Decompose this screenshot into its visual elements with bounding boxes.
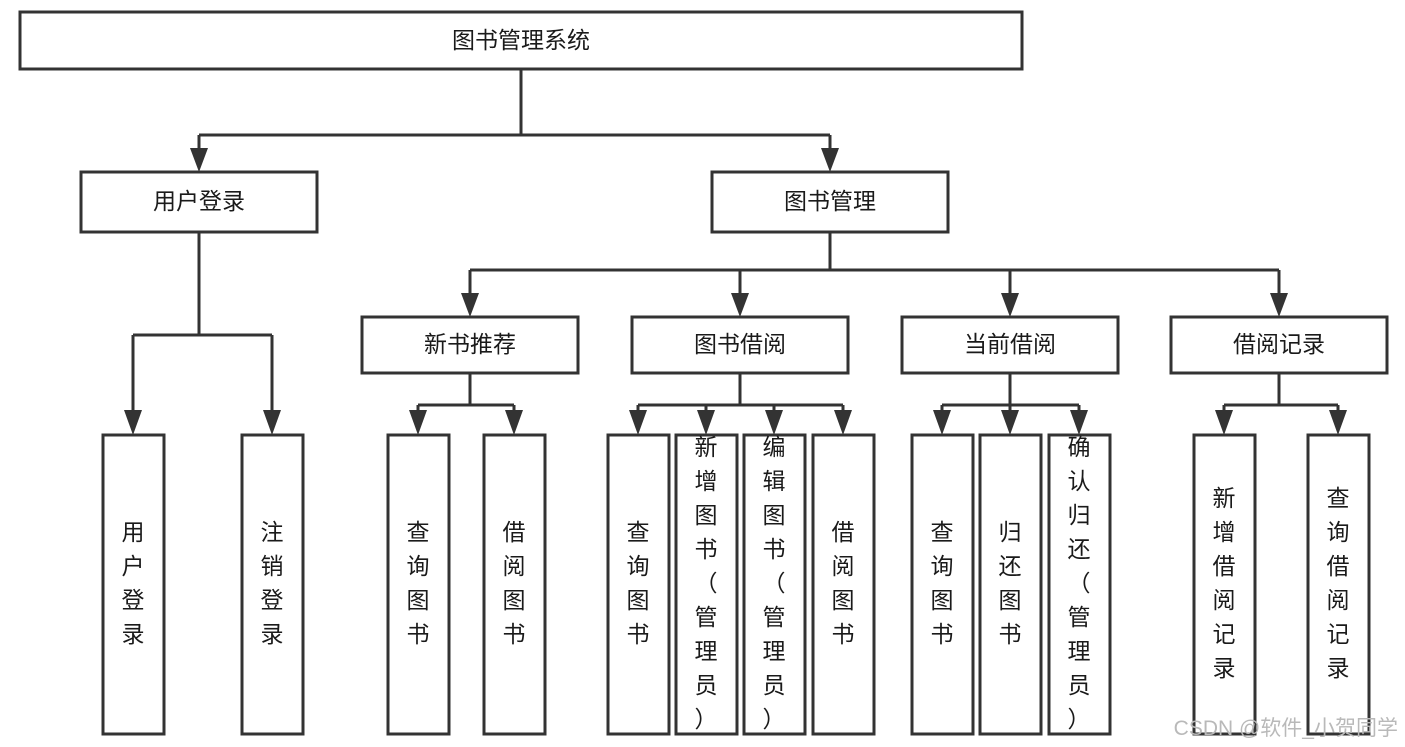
node-leaf-query-book-3-box[interactable] [910, 433, 975, 736]
node-book-borrow-label: 图书借阅 [694, 331, 786, 357]
arrowhead-leaf-borrow-book-2 [834, 410, 852, 435]
node-book-borrow[interactable]: 图书借阅 [630, 315, 850, 375]
node-book-management-label: 图书管理 [784, 188, 876, 214]
node-current-borrow-box[interactable] [900, 315, 1120, 375]
node-leaf-return-book-box[interactable] [978, 433, 1043, 736]
arrowhead-leaf-borrow-book-1 [505, 410, 523, 435]
node-leaf-add-book[interactable]: 新增图书（管理员） [674, 433, 739, 736]
node-user-login-label: 用户登录 [153, 188, 245, 214]
node-leaf-edit-book-box[interactable] [742, 433, 807, 736]
arrowhead-leaf-query-record [1329, 410, 1347, 435]
node-new-book-recommend-box[interactable] [360, 315, 580, 375]
connector-layer [124, 69, 1347, 435]
node-book-management-box[interactable] [710, 170, 950, 234]
node-leaf-query-book-1-label: 查询图书 [407, 519, 430, 647]
node-leaf-query-book-2-label: 查询图书 [627, 519, 650, 647]
node-leaf-add-record-label: 新增借阅记录 [1213, 485, 1236, 681]
node-root[interactable]: 图书管理系统 [18, 10, 1024, 71]
node-leaf-user-login-label: 用户登录 [122, 519, 145, 647]
node-leaf-borrow-book-1[interactable]: 借阅图书 [482, 433, 547, 736]
node-leaf-add-record-box[interactable] [1192, 433, 1257, 736]
node-leaf-add-book-box[interactable] [674, 433, 739, 736]
node-leaf-user-logout[interactable]: 注销登录 [240, 433, 305, 736]
node-leaf-confirm-return-box[interactable] [1047, 433, 1112, 736]
node-new-book-recommend-label: 新书推荐 [424, 331, 516, 357]
node-leaf-return-book-label: 归还图书 [999, 519, 1022, 647]
arrowhead-leaf-query-book-1 [409, 410, 427, 435]
node-leaf-user-login-box[interactable] [101, 433, 166, 736]
arrowhead-leaf-return-book [1001, 410, 1019, 435]
arrowhead-leaf-edit-book [765, 410, 783, 435]
node-leaf-return-book[interactable]: 归还图书 [978, 433, 1043, 736]
node-leaf-confirm-return-label: 确认归还（管理员） [1068, 434, 1091, 732]
node-user-login-box[interactable] [79, 170, 319, 234]
node-leaf-add-record[interactable]: 新增借阅记录 [1192, 433, 1257, 736]
node-leaf-user-logout-label: 注销登录 [261, 519, 284, 647]
node-leaf-confirm-return[interactable]: 确认归还（管理员） [1047, 433, 1112, 736]
node-leaf-add-book-label: 新增图书（管理员） [695, 434, 718, 732]
node-user-login[interactable]: 用户登录 [79, 170, 319, 234]
arrowhead-user-login [190, 148, 208, 172]
node-leaf-borrow-book-2-label: 借阅图书 [832, 519, 855, 647]
node-current-borrow-label: 当前借阅 [964, 331, 1056, 357]
node-leaf-user-login[interactable]: 用户登录 [101, 433, 166, 736]
node-borrow-record-label: 借阅记录 [1233, 331, 1325, 357]
arrowhead-book-management [821, 148, 839, 172]
node-leaf-query-book-2-box[interactable] [606, 433, 671, 736]
arrowhead-leaf-user-logout [263, 410, 281, 435]
node-new-book-recommend[interactable]: 新书推荐 [360, 315, 580, 375]
node-leaf-query-book-3[interactable]: 查询图书 [910, 433, 975, 736]
node-book-borrow-box[interactable] [630, 315, 850, 375]
node-leaf-query-record-label: 查询借阅记录 [1327, 485, 1350, 681]
node-root-box[interactable] [18, 10, 1024, 71]
node-current-borrow[interactable]: 当前借阅 [900, 315, 1120, 375]
node-leaf-borrow-book-2-box[interactable] [811, 433, 876, 736]
arrowhead-leaf-query-book-2 [629, 410, 647, 435]
node-leaf-borrow-book-1-label: 借阅图书 [503, 519, 526, 647]
node-leaf-edit-book[interactable]: 编辑图书（管理员） [742, 433, 807, 736]
arrowhead-new-book-recommend [461, 293, 479, 317]
node-leaf-edit-book-label: 编辑图书（管理员） [763, 434, 786, 732]
arrowhead-book-borrow [731, 293, 749, 317]
node-leaf-query-book-3-label: 查询图书 [931, 519, 954, 647]
node-borrow-record[interactable]: 借阅记录 [1169, 315, 1389, 375]
arrowhead-leaf-user-login [124, 410, 142, 435]
node-leaf-query-record-box[interactable] [1306, 433, 1371, 736]
arrowhead-leaf-add-record [1215, 410, 1233, 435]
node-leaf-query-book-2[interactable]: 查询图书 [606, 433, 671, 736]
leaf-nodes-layer: 用户登录 注销登录 查询图书 借阅图书 查询图书 新增图书（管理员） [101, 433, 1371, 736]
arrowhead-leaf-add-book [697, 410, 715, 435]
arrowhead-borrow-record [1270, 293, 1288, 317]
node-leaf-user-logout-box[interactable] [240, 433, 305, 736]
csdn-watermark: CSDN @软件_小贺同学 [1174, 717, 1398, 740]
node-borrow-record-box[interactable] [1169, 315, 1389, 375]
node-root-label: 图书管理系统 [452, 27, 590, 53]
node-leaf-query-book-1[interactable]: 查询图书 [386, 433, 451, 736]
arrowhead-leaf-query-book-3 [933, 410, 951, 435]
node-leaf-query-record[interactable]: 查询借阅记录 [1306, 433, 1371, 736]
node-book-management[interactable]: 图书管理 [710, 170, 950, 234]
node-leaf-borrow-book-1-box[interactable] [482, 433, 547, 736]
node-leaf-query-book-1-box[interactable] [386, 433, 451, 736]
node-leaf-borrow-book-2[interactable]: 借阅图书 [811, 433, 876, 736]
arrowhead-leaf-confirm-return [1070, 410, 1088, 435]
arrowhead-current-borrow [1001, 293, 1019, 317]
